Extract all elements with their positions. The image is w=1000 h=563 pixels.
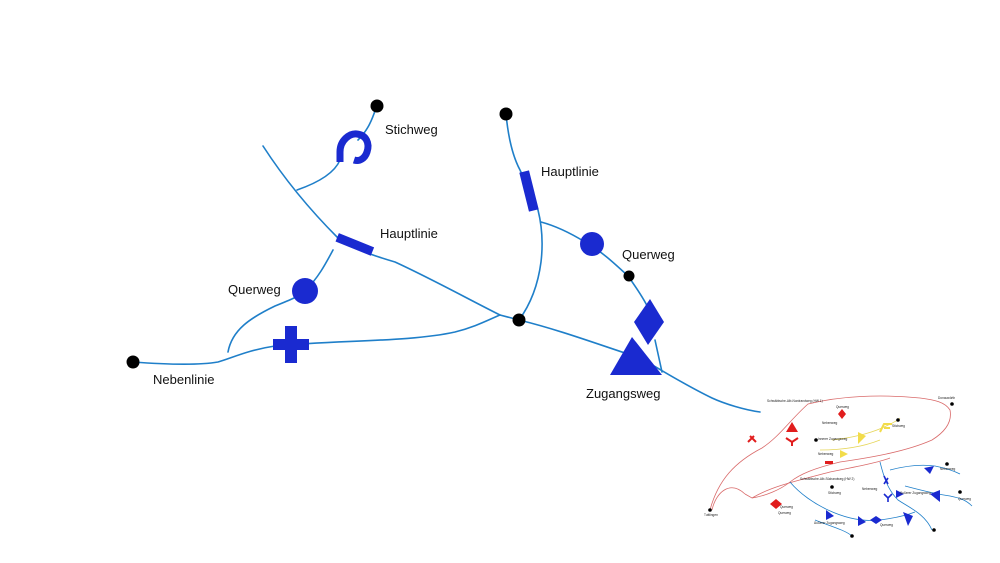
inset-label-tuttlingen: Tuttlingen (704, 513, 718, 517)
inset-label-stichweg-b: Stichweg (828, 491, 841, 495)
inset-red-bar-icon (825, 461, 833, 464)
nebenlinie-line (132, 314, 501, 366)
inset-red-stich-icon (747, 435, 757, 443)
zugangsweg-drop (654, 339, 663, 373)
inset-label-top-red: Schwäbische-Alb-Nordrandweg (HW 1) (767, 399, 823, 403)
inset-label-donau: Donauwörth (938, 396, 955, 400)
node-querweg-right (623, 270, 635, 282)
inset-blue-route-1 (789, 481, 916, 521)
inset-label-zugang-y: Innerer Zugangsweg (818, 437, 847, 441)
inset-blue-route-3 (889, 464, 961, 475)
node-nebenlinie (126, 355, 140, 369)
inset-node-2 (708, 508, 712, 512)
inset-label-querweg-e: Querweg (780, 505, 793, 509)
inset-red-route-south (711, 487, 746, 511)
inset-node-9 (932, 528, 936, 532)
label-stichweg: Stichweg (385, 122, 438, 137)
inset-blue-route-4 (904, 485, 973, 507)
inset-blue-triangle-icon-6 (896, 490, 904, 498)
inset-node-3 (896, 418, 900, 422)
diamond-querweg-icon (634, 299, 664, 345)
inset-blue-triangle-icon-1 (826, 510, 834, 520)
inset-label-nebenweg-c: Nebenweg (862, 487, 877, 491)
inset-blue-route-2 (879, 461, 933, 531)
inset-node-8 (850, 534, 854, 538)
label-nebenlinie: Nebenlinie (153, 372, 214, 387)
inset-yellow-triangle-icon-1 (858, 432, 866, 444)
node-stichweg (370, 99, 384, 113)
inset-node-7 (958, 490, 962, 494)
hauptlinie-right-line (505, 113, 543, 321)
inset-blue-triangle-icon-3 (903, 512, 913, 526)
inset-node-5 (945, 462, 949, 466)
inset-red-triangle-icon (786, 422, 798, 432)
inset-node-6 (830, 485, 834, 489)
bar-hauptlinie-right-icon (519, 170, 539, 212)
inset-blue-triangle-icon-2 (858, 516, 866, 526)
cross-nebenlinie-icon (273, 326, 309, 363)
labels: Stichweg Hauptlinie Querweg Nebenlinie H… (153, 122, 675, 401)
inset-blue-triangle-icon-5 (930, 490, 940, 502)
label-querweg-right: Querweg (622, 247, 675, 262)
inset-label-querweg-c: Querweg (778, 511, 791, 515)
label-zugangsweg: Zugangsweg (586, 386, 660, 401)
inset-label-nebenweg-b: Nebenweg (940, 467, 955, 471)
inset-label-aeusserer-2: Äußerer Zugangsweg (814, 521, 845, 525)
inset-red-route-middle (751, 457, 891, 499)
inset-blue-route-5 (814, 519, 853, 537)
inset-red-diamond-icon-2 (770, 499, 782, 509)
inset-map: Schwäbische-Alb-Nordrandweg (HW 1) Donau… (704, 395, 973, 538)
label-hauptlinie-right: Hauptlinie (541, 164, 599, 179)
circle-querweg-right-icon (580, 232, 604, 256)
inset-label-middle-red: Schwäbische-Alb-Südrandweg (HW 2) (800, 477, 854, 481)
nodes (126, 99, 635, 369)
trail-symbols (273, 130, 664, 375)
inset-label-aeusserer: Äußerer Zugangsweg (900, 491, 931, 495)
inset-yellow-triangle-icon-2 (840, 450, 848, 458)
horseshoe-stichweg-icon (336, 130, 372, 164)
inset-blue-diamond-icon (870, 516, 882, 524)
inset-yellow-horseshoe-icon (879, 423, 892, 433)
inset-label-querweg-a: Querweg (836, 405, 849, 409)
inset-node-1 (950, 402, 954, 406)
inset-label-querweg-d: Querweg (880, 523, 893, 527)
label-querweg-left: Querweg (228, 282, 281, 297)
triangle-zugangsweg-icon (610, 337, 662, 375)
circle-querweg-left-icon (292, 278, 318, 304)
stichweg-line (296, 159, 341, 191)
inset-label-nebenweg-a: Nebenweg (822, 421, 837, 425)
node-hauptlinie-right (499, 107, 513, 121)
inset-red-y-icon (785, 437, 799, 446)
inset-label-nebenweg-y: Nebenweg (818, 452, 833, 456)
bar-hauptlinie-left-icon (335, 233, 375, 256)
inset-red-diamond-icon-1 (838, 409, 846, 419)
inset-blue-triangle-icon-4 (924, 466, 934, 474)
label-hauptlinie-left: Hauptlinie (380, 226, 438, 241)
inset-blue-stich-icon (883, 475, 889, 485)
inset-label-querweg-b: Querweg (958, 497, 971, 501)
inset-blue-y-icon (883, 493, 893, 502)
node-junction (512, 313, 526, 327)
inset-node-4 (814, 438, 818, 442)
inset-red-route-north (709, 395, 951, 511)
inset-label-stichweg-y: Stichweg (892, 424, 905, 428)
